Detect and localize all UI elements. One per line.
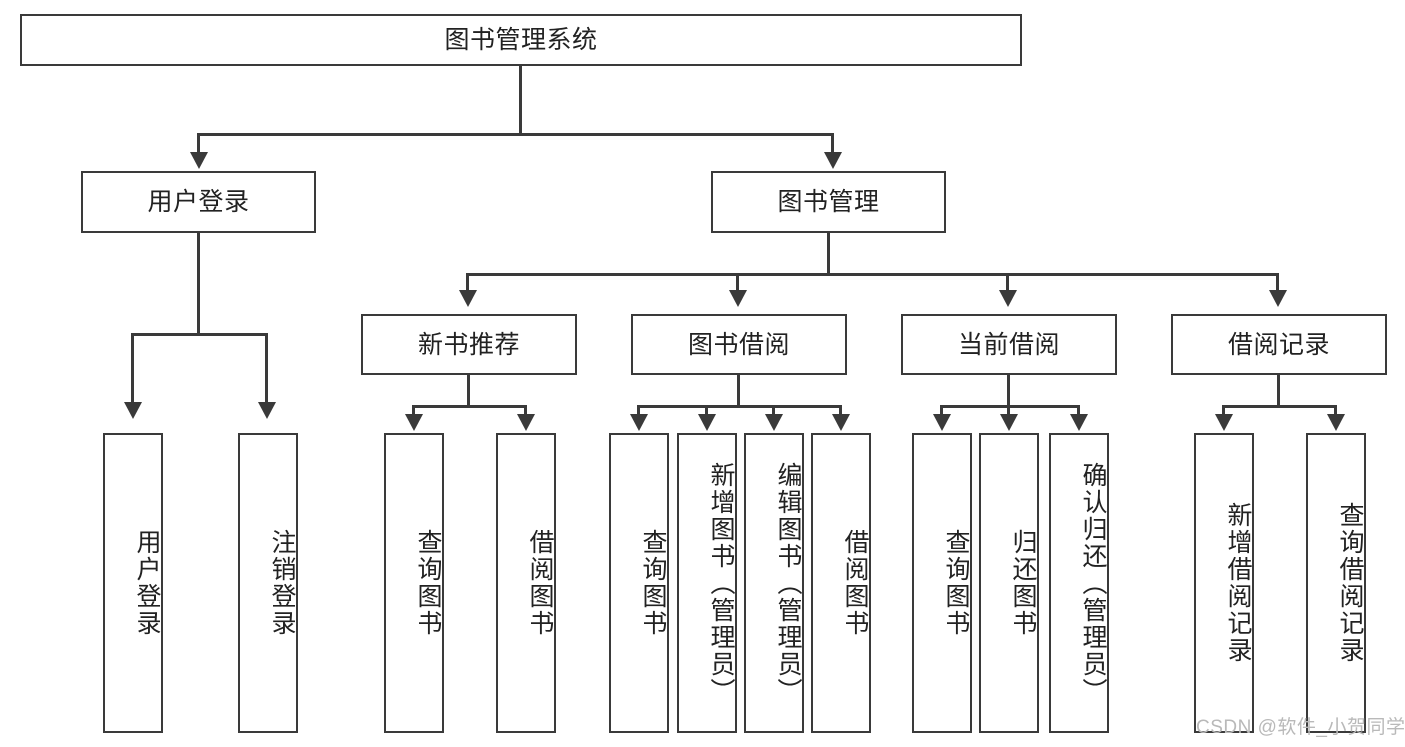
- node-leaf-borrow-book-1-label: 借阅图书: [526, 529, 554, 637]
- edge-bm-drop-1: [466, 273, 469, 293]
- edge-bm-drop-3: [1006, 273, 1009, 293]
- arrow-bm-to-book-borrow: [729, 290, 747, 307]
- arrow-root-to-book-manage: [824, 152, 842, 169]
- node-leaf-query-record[interactable]: 查询借阅记录: [1306, 433, 1366, 733]
- edge-br-drop-1: [1222, 405, 1225, 417]
- edge-cb-drop-1: [940, 405, 943, 417]
- arrow-nbr-leaf-2: [517, 414, 535, 431]
- edge-nbr-drop-2: [524, 405, 527, 417]
- edge-user-login-stem: [197, 233, 200, 335]
- node-leaf-logout-label: 注销登录: [268, 529, 296, 637]
- arrow-bb-leaf-1: [630, 414, 648, 431]
- arrow-bm-to-current-borrow: [999, 290, 1017, 307]
- edge-root-bus: [197, 133, 834, 136]
- node-leaf-query-book-1-label: 查询图书: [414, 529, 442, 637]
- edge-user-login-drop-2: [265, 333, 268, 405]
- edge-user-login-bus: [131, 333, 267, 336]
- edge-bb-drop-4: [839, 405, 842, 417]
- node-leaf-add-record[interactable]: 新增借阅记录: [1194, 433, 1254, 733]
- arrow-user-login-leaf-2: [258, 402, 276, 419]
- node-leaf-query-book-3[interactable]: 查询图书: [912, 433, 972, 733]
- edge-book-manage-stem: [827, 233, 830, 275]
- edge-bb-drop-3: [772, 405, 775, 417]
- arrow-nbr-leaf-1: [405, 414, 423, 431]
- node-leaf-query-book-3-label: 查询图书: [942, 529, 970, 637]
- node-leaf-edit-book-label: 编辑图书（管理员）: [774, 461, 802, 705]
- node-book-borrow[interactable]: 图书借阅: [631, 314, 847, 375]
- node-leaf-user-login-label: 用户登录: [133, 529, 161, 637]
- edge-cb-drop-3: [1077, 405, 1080, 417]
- node-new-book-rec-label: 新书推荐: [417, 330, 520, 359]
- edge-root-to-book-manage: [831, 133, 834, 155]
- node-borrow-record[interactable]: 借阅记录: [1171, 314, 1387, 375]
- node-leaf-user-login[interactable]: 用户登录: [103, 433, 163, 733]
- node-leaf-return-book-label: 归还图书: [1009, 529, 1037, 637]
- node-leaf-confirm-return-label: 确认归还（管理员）: [1079, 461, 1107, 705]
- watermark: CSDN @软件_小贺同学: [1196, 717, 1405, 738]
- arrow-bb-leaf-3: [765, 414, 783, 431]
- edge-nbr-stem: [467, 375, 470, 407]
- arrow-br-leaf-2: [1327, 414, 1345, 431]
- node-user-login[interactable]: 用户登录: [81, 171, 316, 233]
- node-root[interactable]: 图书管理系统: [20, 14, 1022, 66]
- node-leaf-add-book-label: 新增图书（管理员）: [707, 461, 735, 705]
- edge-bb-bus: [637, 405, 842, 408]
- node-leaf-confirm-return[interactable]: 确认归还（管理员）: [1049, 433, 1109, 733]
- node-leaf-query-book-2-label: 查询图书: [639, 529, 667, 637]
- edge-root-to-user-login: [197, 133, 200, 155]
- edge-root-stem: [519, 66, 522, 135]
- node-leaf-query-record-label: 查询借阅记录: [1336, 502, 1364, 664]
- node-leaf-borrow-book-1[interactable]: 借阅图书: [496, 433, 556, 733]
- edge-br-stem: [1277, 375, 1280, 407]
- node-leaf-query-book-2[interactable]: 查询图书: [609, 433, 669, 733]
- edge-cb-stem: [1007, 375, 1010, 407]
- edge-user-login-drop-1: [131, 333, 134, 405]
- edge-nbr-bus: [412, 405, 527, 408]
- node-book-borrow-label: 图书借阅: [687, 330, 790, 359]
- node-current-borrow[interactable]: 当前借阅: [901, 314, 1117, 375]
- node-new-book-rec[interactable]: 新书推荐: [361, 314, 577, 375]
- node-leaf-borrow-book-2-label: 借阅图书: [841, 529, 869, 637]
- node-leaf-return-book[interactable]: 归还图书: [979, 433, 1039, 733]
- node-leaf-add-book[interactable]: 新增图书（管理员）: [677, 433, 737, 733]
- edge-nbr-drop-1: [412, 405, 415, 417]
- edge-cb-bus: [940, 405, 1080, 408]
- edge-bb-stem: [737, 375, 740, 407]
- arrow-bm-to-borrow-record: [1269, 290, 1287, 307]
- arrow-bm-to-new-book-rec: [459, 290, 477, 307]
- node-borrow-record-label: 借阅记录: [1227, 330, 1330, 359]
- node-leaf-add-record-label: 新增借阅记录: [1224, 502, 1252, 664]
- node-book-manage-label: 图书管理: [777, 188, 880, 216]
- edge-br-drop-2: [1334, 405, 1337, 417]
- node-book-manage[interactable]: 图书管理: [711, 171, 946, 233]
- edge-bm-drop-2: [736, 273, 739, 293]
- arrow-br-leaf-1: [1215, 414, 1233, 431]
- edge-bm-drop-4: [1276, 273, 1279, 293]
- arrow-bb-leaf-2: [698, 414, 716, 431]
- node-leaf-query-book-1[interactable]: 查询图书: [384, 433, 444, 733]
- edge-bb-drop-1: [637, 405, 640, 417]
- arrow-user-login-leaf-1: [124, 402, 142, 419]
- node-leaf-logout[interactable]: 注销登录: [238, 433, 298, 733]
- arrow-root-to-user-login: [190, 152, 208, 169]
- edge-bb-drop-2: [705, 405, 708, 417]
- node-root-label: 图书管理系统: [444, 26, 598, 54]
- arrow-bb-leaf-4: [832, 414, 850, 431]
- arrow-cb-leaf-2: [1000, 414, 1018, 431]
- edge-cb-drop-2: [1007, 405, 1010, 417]
- node-user-login-label: 用户登录: [147, 188, 250, 216]
- arrow-cb-leaf-1: [933, 414, 951, 431]
- node-current-borrow-label: 当前借阅: [957, 330, 1060, 359]
- edge-br-bus: [1222, 405, 1337, 408]
- node-leaf-edit-book[interactable]: 编辑图书（管理员）: [744, 433, 804, 733]
- node-leaf-borrow-book-2[interactable]: 借阅图书: [811, 433, 871, 733]
- edge-book-manage-bus: [466, 273, 1278, 276]
- arrow-cb-leaf-3: [1070, 414, 1088, 431]
